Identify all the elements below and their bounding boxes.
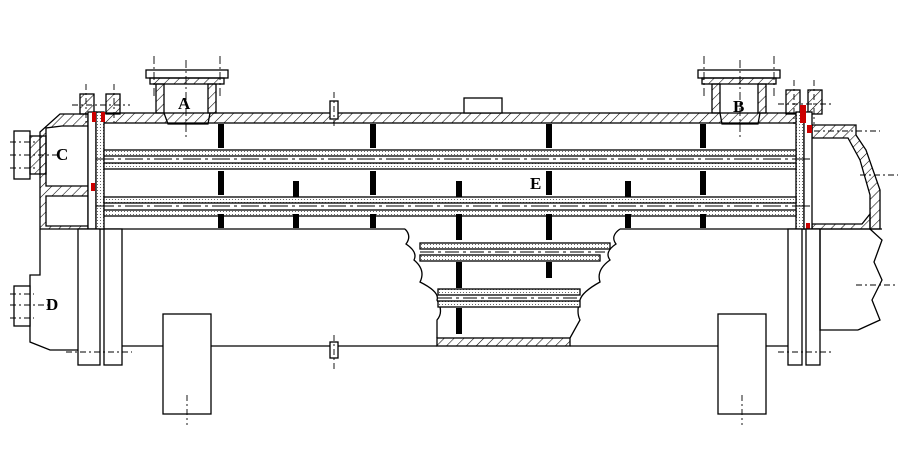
lower-right-flange <box>778 228 898 366</box>
label-b: B <box>733 97 745 116</box>
right-floating-head <box>778 89 898 230</box>
left-channel-head <box>10 93 130 229</box>
vent-top <box>329 92 339 128</box>
drain-bottom <box>329 335 339 370</box>
label-c: C <box>56 145 69 164</box>
tube-bundle <box>96 149 812 217</box>
label-d: D <box>46 295 59 314</box>
lower-left-head <box>10 228 132 366</box>
saddle-right <box>717 313 767 425</box>
top-cap <box>463 97 503 114</box>
baffles <box>218 124 706 334</box>
saddle-left <box>162 313 212 425</box>
label-e: E <box>530 174 542 193</box>
cutaway-section <box>404 228 621 347</box>
nozzle-a <box>145 56 229 140</box>
nozzle-b <box>697 56 781 140</box>
label-a: A <box>178 94 191 113</box>
centerlines <box>85 80 815 124</box>
gaskets <box>91 105 812 229</box>
left-tubesheet <box>87 111 105 230</box>
